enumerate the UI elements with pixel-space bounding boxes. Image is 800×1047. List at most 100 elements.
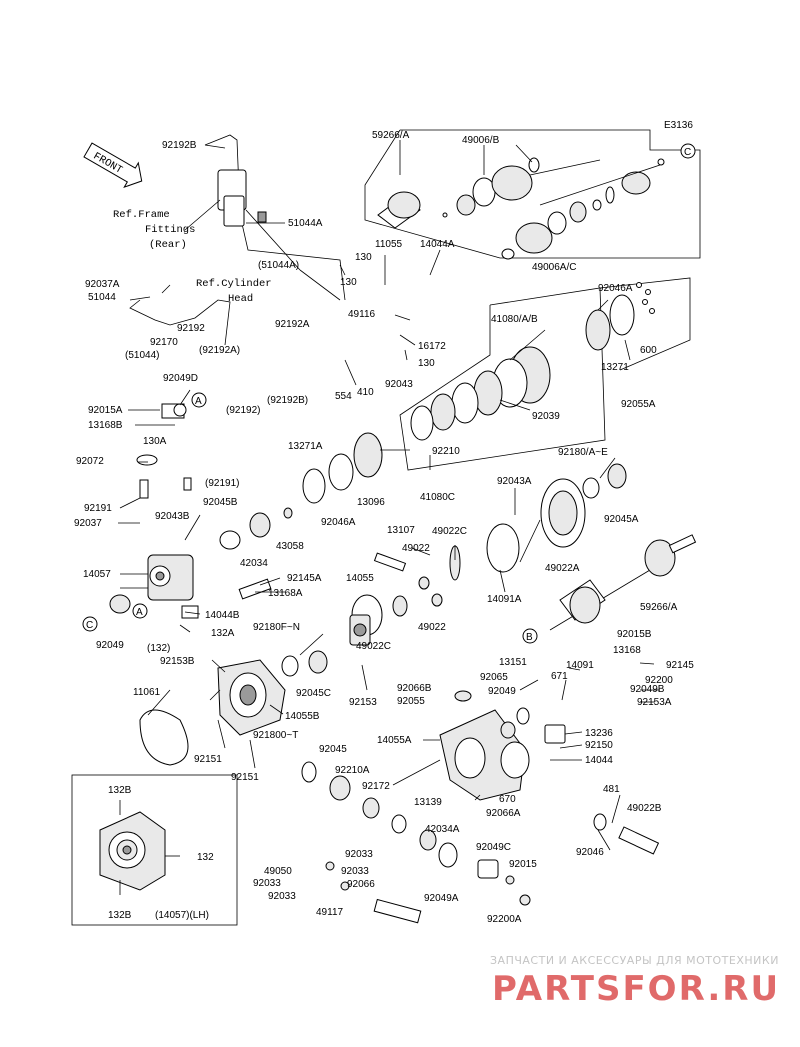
part-label: 92153B: [160, 656, 195, 667]
part-label: 921800~T: [253, 730, 298, 741]
part-label: 92192: [177, 323, 205, 334]
callout-c-top: C: [680, 143, 696, 159]
part-label: 49116: [348, 309, 376, 320]
part-label: 92145A: [287, 573, 322, 584]
ref-cylinder-label-2: Head: [228, 293, 253, 305]
part-label: 92043A: [497, 476, 532, 487]
part-label: 13151: [499, 657, 527, 668]
part-label: 49022: [402, 543, 430, 554]
reference-labels: Ref.Frame Fittings (Rear) Ref.Cylinder H…: [113, 209, 272, 305]
part-label: 49050: [264, 866, 292, 877]
part-label: (92192B): [267, 395, 308, 406]
svg-text:B: B: [526, 632, 533, 643]
leader-lines: [118, 140, 660, 895]
svg-text:A: A: [195, 396, 202, 407]
part-label: (92192A): [199, 345, 240, 356]
callout-a-lower: A: [132, 603, 148, 619]
svg-text:C: C: [86, 620, 93, 631]
part-label: 92049D: [163, 373, 198, 384]
part-label: 92033: [253, 878, 281, 889]
part-label: 92066: [347, 879, 375, 890]
part-label: 92191: [84, 503, 112, 514]
part-label: 130: [355, 252, 372, 263]
left-drive-components: [109, 403, 383, 619]
part-label: 481: [603, 784, 620, 795]
part-label: 92049C: [476, 842, 511, 853]
part-label: 13096: [357, 497, 385, 508]
part-label: 92033: [345, 849, 373, 860]
part-label: 92045A: [604, 514, 639, 525]
part-label: 92153A: [637, 697, 672, 708]
watermark: ЗАПЧАСТИ И АКСЕССУАРЫ ДЛЯ МОТОТЕХНИКИ PA…: [490, 954, 778, 1009]
part-label: 92210: [432, 446, 460, 457]
part-label: 13168B: [88, 420, 123, 431]
diagram-id: E3136: [664, 120, 693, 131]
part-label: 92192B: [162, 140, 197, 151]
part-label: 410: [357, 387, 374, 398]
part-label: 51044A: [288, 218, 323, 229]
part-label: 92150: [585, 740, 613, 751]
part-number-labels: 59266/A 49006/B E3136 92192B 51044A 130 …: [74, 120, 694, 925]
part-label: 92045: [319, 744, 347, 755]
part-label: 59266/A: [372, 130, 410, 141]
callout-c-left: C: [82, 616, 98, 632]
part-label: 92055: [397, 696, 425, 707]
part-label: 92043: [385, 379, 413, 390]
part-label: 49022C: [432, 526, 467, 537]
ring-gear-assembly: [373, 463, 627, 617]
part-label: 51044: [88, 292, 116, 303]
part-label: 92045C: [296, 688, 331, 699]
part-label: (92191): [205, 478, 239, 489]
part-label: (51044): [125, 350, 159, 361]
housing-14055b: [139, 650, 328, 766]
part-label: 13271: [601, 362, 629, 373]
bottom-bearings: [301, 761, 660, 906]
part-label: 600: [640, 345, 657, 356]
inset-housing-lh: [99, 811, 166, 891]
part-label: 92153: [349, 697, 377, 708]
part-label: 92015B: [617, 629, 652, 640]
part-label: 92066B: [397, 683, 432, 694]
part-label: 92170: [150, 337, 178, 348]
part-label: 13139: [414, 797, 442, 808]
part-label: 92049: [96, 640, 124, 651]
part-label: 92180/A~E: [558, 447, 608, 458]
part-label: 41080C: [420, 492, 455, 503]
part-label: 92046A: [321, 517, 356, 528]
part-label: 13107: [387, 525, 415, 536]
part-label: 49022: [418, 622, 446, 633]
part-label: 14057: [83, 569, 111, 580]
part-label: 92072: [76, 456, 104, 467]
housing-14055a: [439, 690, 566, 801]
svg-text:A: A: [136, 607, 143, 618]
part-label: 130: [340, 277, 357, 288]
part-label: 13236: [585, 728, 613, 739]
ref-frame-label-3: (Rear): [149, 239, 187, 251]
part-label: 92037: [74, 518, 102, 529]
part-label: 92200: [645, 675, 673, 686]
housing-14055: [349, 594, 383, 646]
part-label: 92046: [576, 847, 604, 858]
part-label: 92046A: [598, 283, 633, 294]
part-label: 49117: [316, 907, 344, 918]
frame-fittings: [217, 169, 341, 301]
part-label: 14091: [566, 660, 594, 671]
part-label: 132A: [211, 628, 235, 639]
part-label: 92043B: [155, 511, 190, 522]
part-label: 671: [551, 671, 568, 682]
part-label: 92065: [480, 672, 508, 683]
part-label: 42034A: [425, 824, 460, 835]
part-label: 16172: [418, 341, 446, 352]
part-label: 13168A: [268, 588, 303, 599]
callout-a-left: A: [191, 392, 207, 408]
part-label: 42034: [240, 558, 268, 569]
part-label: (51044A): [258, 260, 299, 271]
rear-driveshaft: [377, 157, 665, 260]
part-label: 92045B: [203, 497, 238, 508]
part-label: 92180F~N: [253, 622, 300, 633]
part-label: 92033: [341, 866, 369, 877]
part-label: 14055A: [377, 735, 412, 746]
ref-frame-label-2: Fittings: [145, 224, 195, 236]
part-label: 670: [499, 794, 516, 805]
